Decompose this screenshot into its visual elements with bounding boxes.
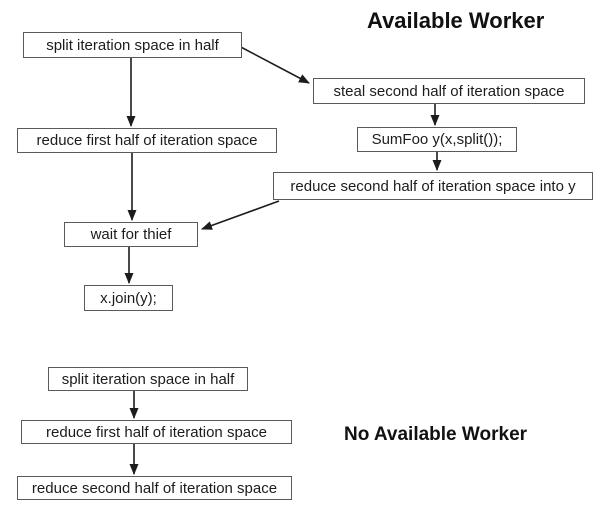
node-x-join-y: x.join(y); [84, 285, 173, 311]
node-sumfoo-split: SumFoo y(x,split()); [357, 127, 517, 152]
arrow-reduce-second-to-wait [201, 200, 280, 230]
node-split-iteration-space: split iteration space in half [23, 32, 242, 58]
node-na-reduce-first-half: reduce first half of iteration space [21, 420, 292, 444]
node-reduce-first-half: reduce first half of iteration space [17, 128, 277, 153]
node-reduce-second-half-into-y: reduce second half of iteration space in… [273, 172, 593, 200]
arrow-split-to-steal [236, 44, 310, 84]
available-worker-heading: Available Worker [367, 8, 545, 33]
node-na-split-iteration-space: split iteration space in half [48, 367, 248, 391]
no-available-worker-heading: No Available Worker [344, 424, 528, 445]
node-na-reduce-second-half: reduce second half of iteration space [17, 476, 292, 500]
node-wait-for-thief: wait for thief [64, 222, 198, 247]
node-steal-second-half: steal second half of iteration space [313, 78, 585, 104]
